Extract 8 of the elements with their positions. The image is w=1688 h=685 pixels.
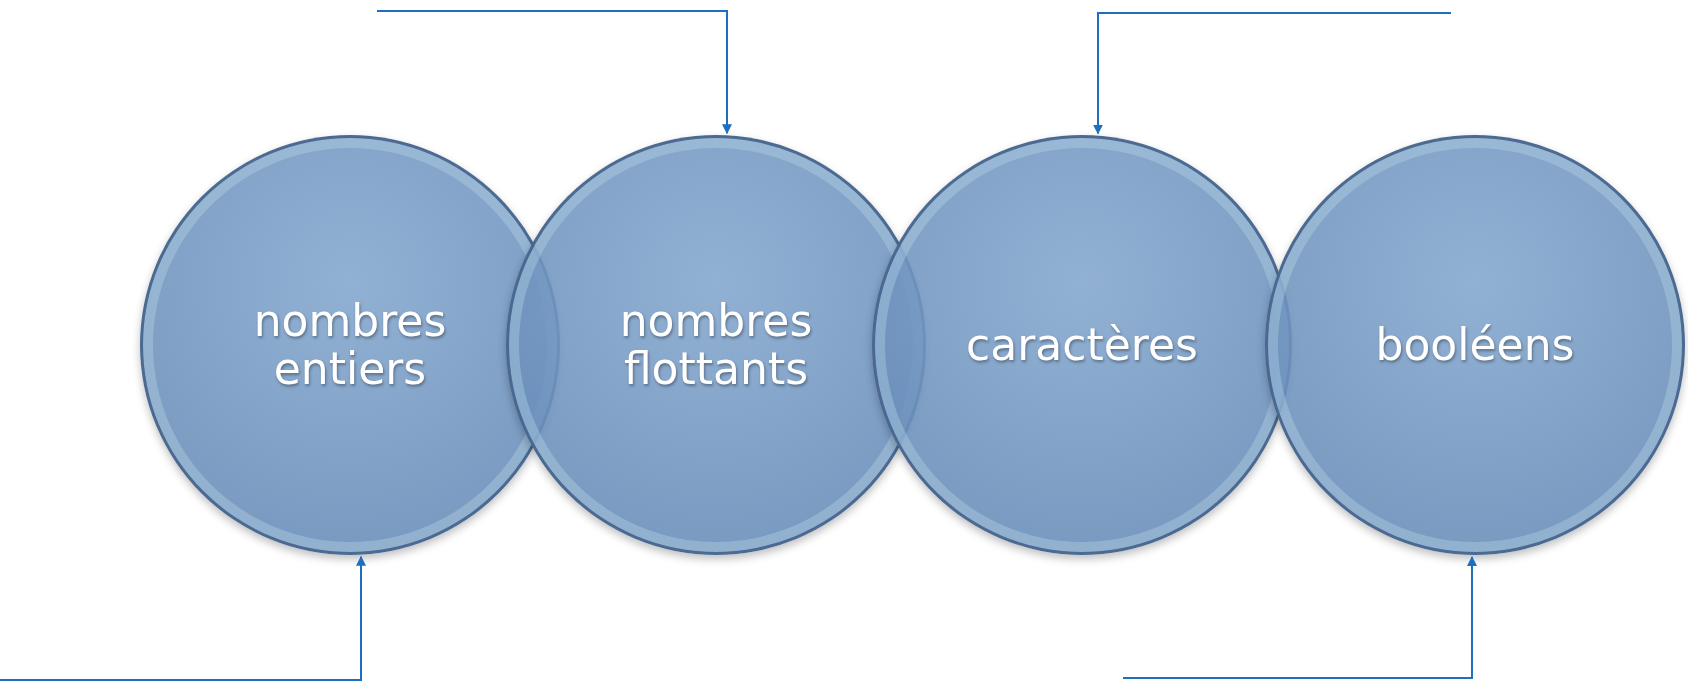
arrow <box>376 10 732 135</box>
circle-label: booléens <box>1374 320 1576 370</box>
arrow <box>1093 12 1452 135</box>
arrow <box>0 555 366 681</box>
circle-label: nombres entiers <box>252 296 448 394</box>
arrow <box>1122 556 1477 679</box>
circle-label: nombres flottants <box>618 296 814 394</box>
circle-label: caractères <box>965 320 1199 370</box>
